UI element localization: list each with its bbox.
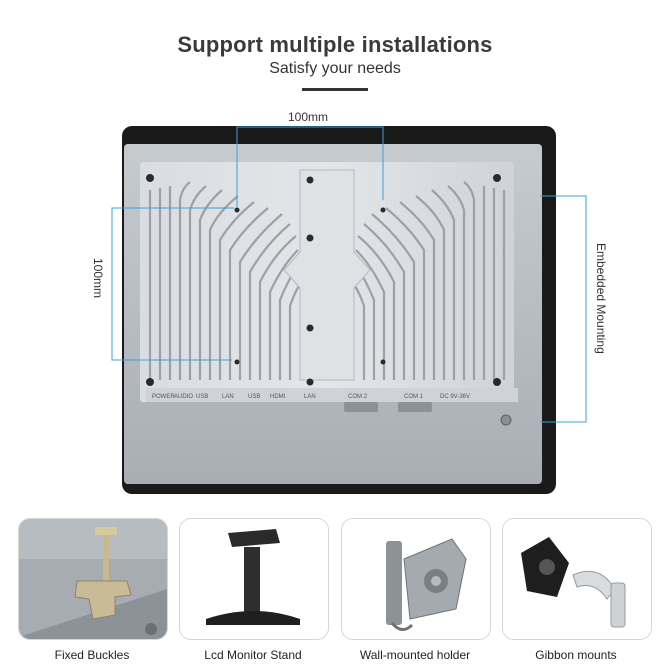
caption-gibbon-mounts: Gibbon mounts	[535, 648, 617, 662]
com1-connector	[398, 402, 432, 412]
port-label-com1: COM 1	[404, 394, 424, 400]
wall-holder-image	[342, 519, 490, 639]
install-card-gibbon-mounts	[502, 518, 652, 640]
port-label-audio: AUDIO	[174, 394, 193, 400]
install-card-lcd-monitor-stand	[179, 518, 329, 640]
com2-connector	[344, 402, 378, 412]
vertical-dimension-label: 100mm	[91, 258, 105, 298]
port-label-power: POWER	[152, 394, 175, 400]
page-subtitle: Satisfy your needs	[269, 60, 401, 77]
port-label-usb1: USB	[196, 394, 208, 400]
install-card-fixed-buckles	[18, 518, 168, 640]
horizontal-dimension-label: 100mm	[288, 110, 328, 124]
title-underline	[302, 88, 368, 91]
port-label-usb2: USB	[248, 394, 260, 400]
heatsink-spine	[283, 169, 371, 381]
heatsink-fins-left	[148, 181, 301, 380]
port-label-hdmi: HDMI	[270, 394, 286, 400]
install-card-wall-mounted-holder	[341, 518, 491, 640]
embedded-mounting-label: Embedded Mounting	[594, 243, 608, 354]
panel-pc-rear-view: POWER AUDIO USB LAN USB HDMI LAN COM 2 C…	[91, 110, 608, 494]
port-strip	[146, 388, 518, 402]
gibbon-mount-image	[503, 519, 651, 639]
monitor-stand-image	[180, 519, 328, 639]
caption-wall-mounted-holder: Wall-mounted holder	[359, 648, 471, 662]
ground-screw	[500, 414, 512, 426]
page-title: Support multiple installations	[177, 32, 493, 57]
port-label-com2: COM 2	[348, 394, 368, 400]
screw-holes	[146, 174, 501, 386]
dimension-lines	[111, 126, 587, 423]
fixed-buckle-image	[19, 519, 167, 639]
port-label-lan2: LAN	[304, 394, 316, 400]
caption-fixed-buckles: Fixed Buckles	[54, 648, 130, 662]
port-label-dc: DC 9V-36V	[440, 394, 470, 400]
port-label-lan1: LAN	[222, 394, 234, 400]
caption-lcd-monitor-stand: Lcd Monitor Stand	[204, 648, 302, 662]
